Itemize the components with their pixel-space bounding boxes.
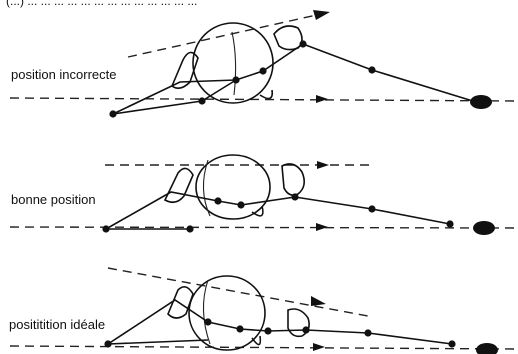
- figure-caption-fragment: (...) ... ... ... ... ... ... ... ... ..…: [6, 0, 198, 8]
- joint-dot: [299, 40, 307, 48]
- chin: [251, 205, 264, 217]
- joint-dot: [204, 318, 212, 326]
- shoulder-left: [167, 286, 194, 319]
- hand-right: [273, 25, 303, 51]
- swimmer-head: [195, 154, 271, 220]
- panel-bonne-position: [9, 154, 516, 235]
- joint-dot: [448, 340, 456, 348]
- panel-label-bonne-position: bonne position: [10, 192, 97, 207]
- ball-target: [473, 221, 495, 235]
- shoulder-left: [163, 167, 194, 204]
- waterline-dashed: [9, 226, 516, 229]
- joint-dot: [302, 326, 310, 334]
- joint-dot: [109, 110, 117, 118]
- body-axis-dashed: [127, 11, 331, 58]
- chin: [259, 89, 274, 100]
- joint-dot: [232, 76, 240, 84]
- head-contour: [231, 31, 237, 96]
- joint-dot: [214, 197, 222, 205]
- body-axis-arrowhead: [313, 10, 330, 20]
- joint-dot: [186, 225, 194, 233]
- swimmer-head: [188, 275, 266, 351]
- joint-dot: [291, 193, 299, 201]
- panel-position-ideale: [9, 267, 516, 354]
- arm-line: [112, 43, 477, 115]
- joint-dot: [102, 225, 110, 233]
- waterline-dashed: [9, 97, 516, 102]
- body-axis-dashed: [107, 267, 369, 317]
- waterline-arrowhead: [316, 95, 328, 103]
- arm-line: [105, 191, 451, 230]
- panel-label-position-ideale: posititition idéale: [8, 317, 107, 332]
- joint-dot: [237, 201, 245, 209]
- arm-link: [201, 79, 237, 102]
- panel-label-position-incorrecte: position incorrecte: [10, 67, 118, 82]
- chin: [251, 335, 262, 346]
- swimmer-head: [192, 22, 274, 104]
- joint-dot: [446, 220, 454, 228]
- joint-dot: [259, 67, 267, 75]
- joint-dot: [364, 329, 372, 337]
- forearm-line: [112, 100, 203, 115]
- joint-dot: [104, 340, 112, 348]
- body-axis-arrowhead: [317, 161, 329, 169]
- ball-target: [470, 95, 492, 109]
- body-axis-arrowhead: [311, 296, 326, 306]
- forearm-line: [107, 339, 209, 345]
- joint-dot: [236, 325, 244, 333]
- panel-position-incorrecte: [9, 10, 516, 118]
- shoulder-left: [171, 51, 199, 90]
- ball-target: [476, 343, 498, 354]
- head-contour: [202, 279, 211, 345]
- arm-line: [107, 299, 453, 345]
- joint-dot: [198, 97, 206, 105]
- waterline-arrowhead: [316, 223, 328, 231]
- joint-dot: [368, 205, 376, 213]
- joint-dot: [264, 327, 272, 335]
- head-contour: [202, 159, 211, 217]
- hand-right: [281, 163, 306, 196]
- waterline-arrowhead: [313, 343, 325, 351]
- waterline-dashed: [9, 345, 516, 350]
- joint-dot: [368, 66, 376, 74]
